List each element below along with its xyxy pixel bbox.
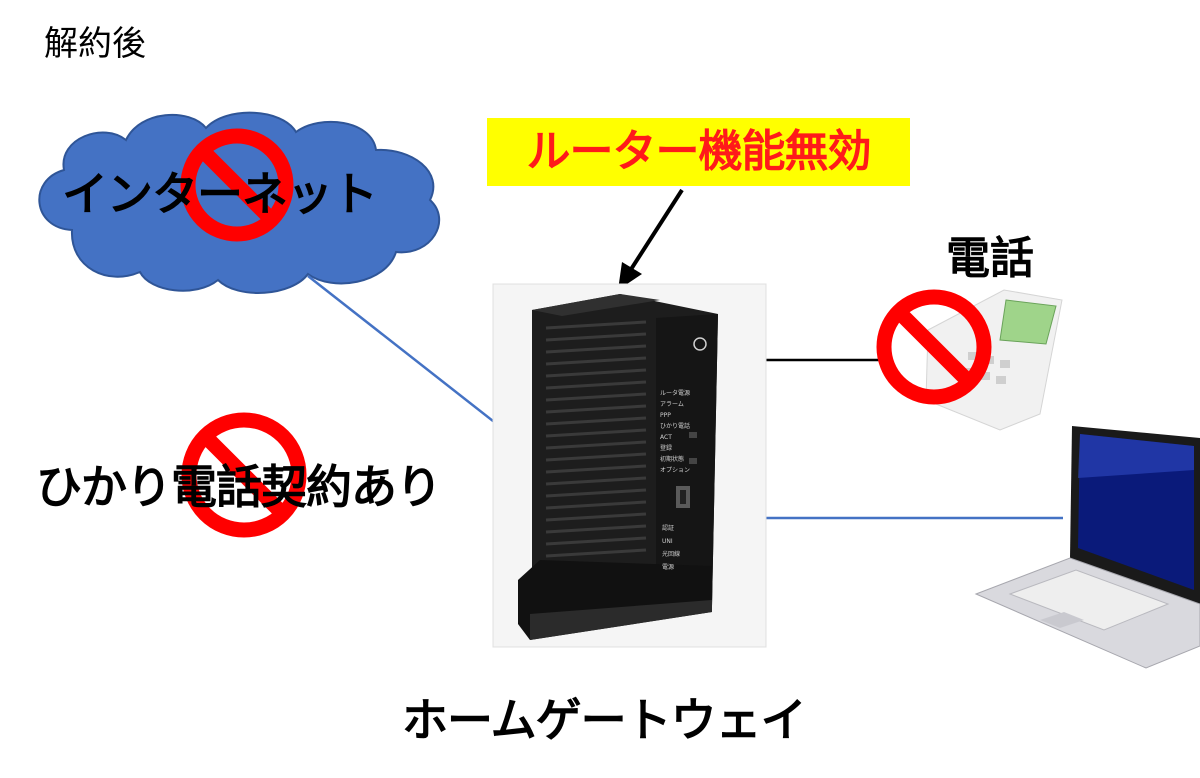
laptop-icon (974, 426, 1200, 669)
phone-prohibition-icon (876, 289, 992, 405)
gateway-panel-label: 認証 (662, 524, 674, 532)
gateway-panel-label: 電源 (662, 563, 674, 571)
phone-label: 電話 (946, 233, 1034, 284)
gateway-panel-label: 登録 (660, 444, 672, 452)
cloud-shape (38, 111, 441, 294)
internet-label: インターネット (62, 167, 378, 221)
router-function-badge-bg (487, 118, 910, 186)
gateway-panel-label: オプション (660, 467, 690, 474)
gateway-panel-label: ACT (660, 434, 672, 441)
page-heading: 解約後 (44, 24, 146, 64)
gateway-panel-label: 初期状態 (660, 455, 684, 463)
gateway-panel-label: ひかり電話 (660, 422, 690, 430)
arrow-to-gateway (618, 188, 684, 290)
gateway-panel-label: PPP (660, 412, 671, 419)
gateway-panel-label: アラーム (660, 401, 684, 408)
home-gateway-label: ホームゲートウェイ (402, 693, 807, 747)
gateway-panel-label: 光回線 (662, 550, 680, 558)
gateway-panel-label: ルータ電源 (660, 389, 690, 397)
router-function-disabled-label: ルーター機能無効 (526, 126, 872, 177)
contract-prohibition-icon (181, 412, 307, 538)
gateway-panel-label: UNI (662, 538, 673, 545)
internet-cloud (38, 111, 441, 294)
hikari-contract-label: ひかり電話契約あり (36, 460, 442, 514)
internet-prohibition-icon (180, 128, 294, 242)
